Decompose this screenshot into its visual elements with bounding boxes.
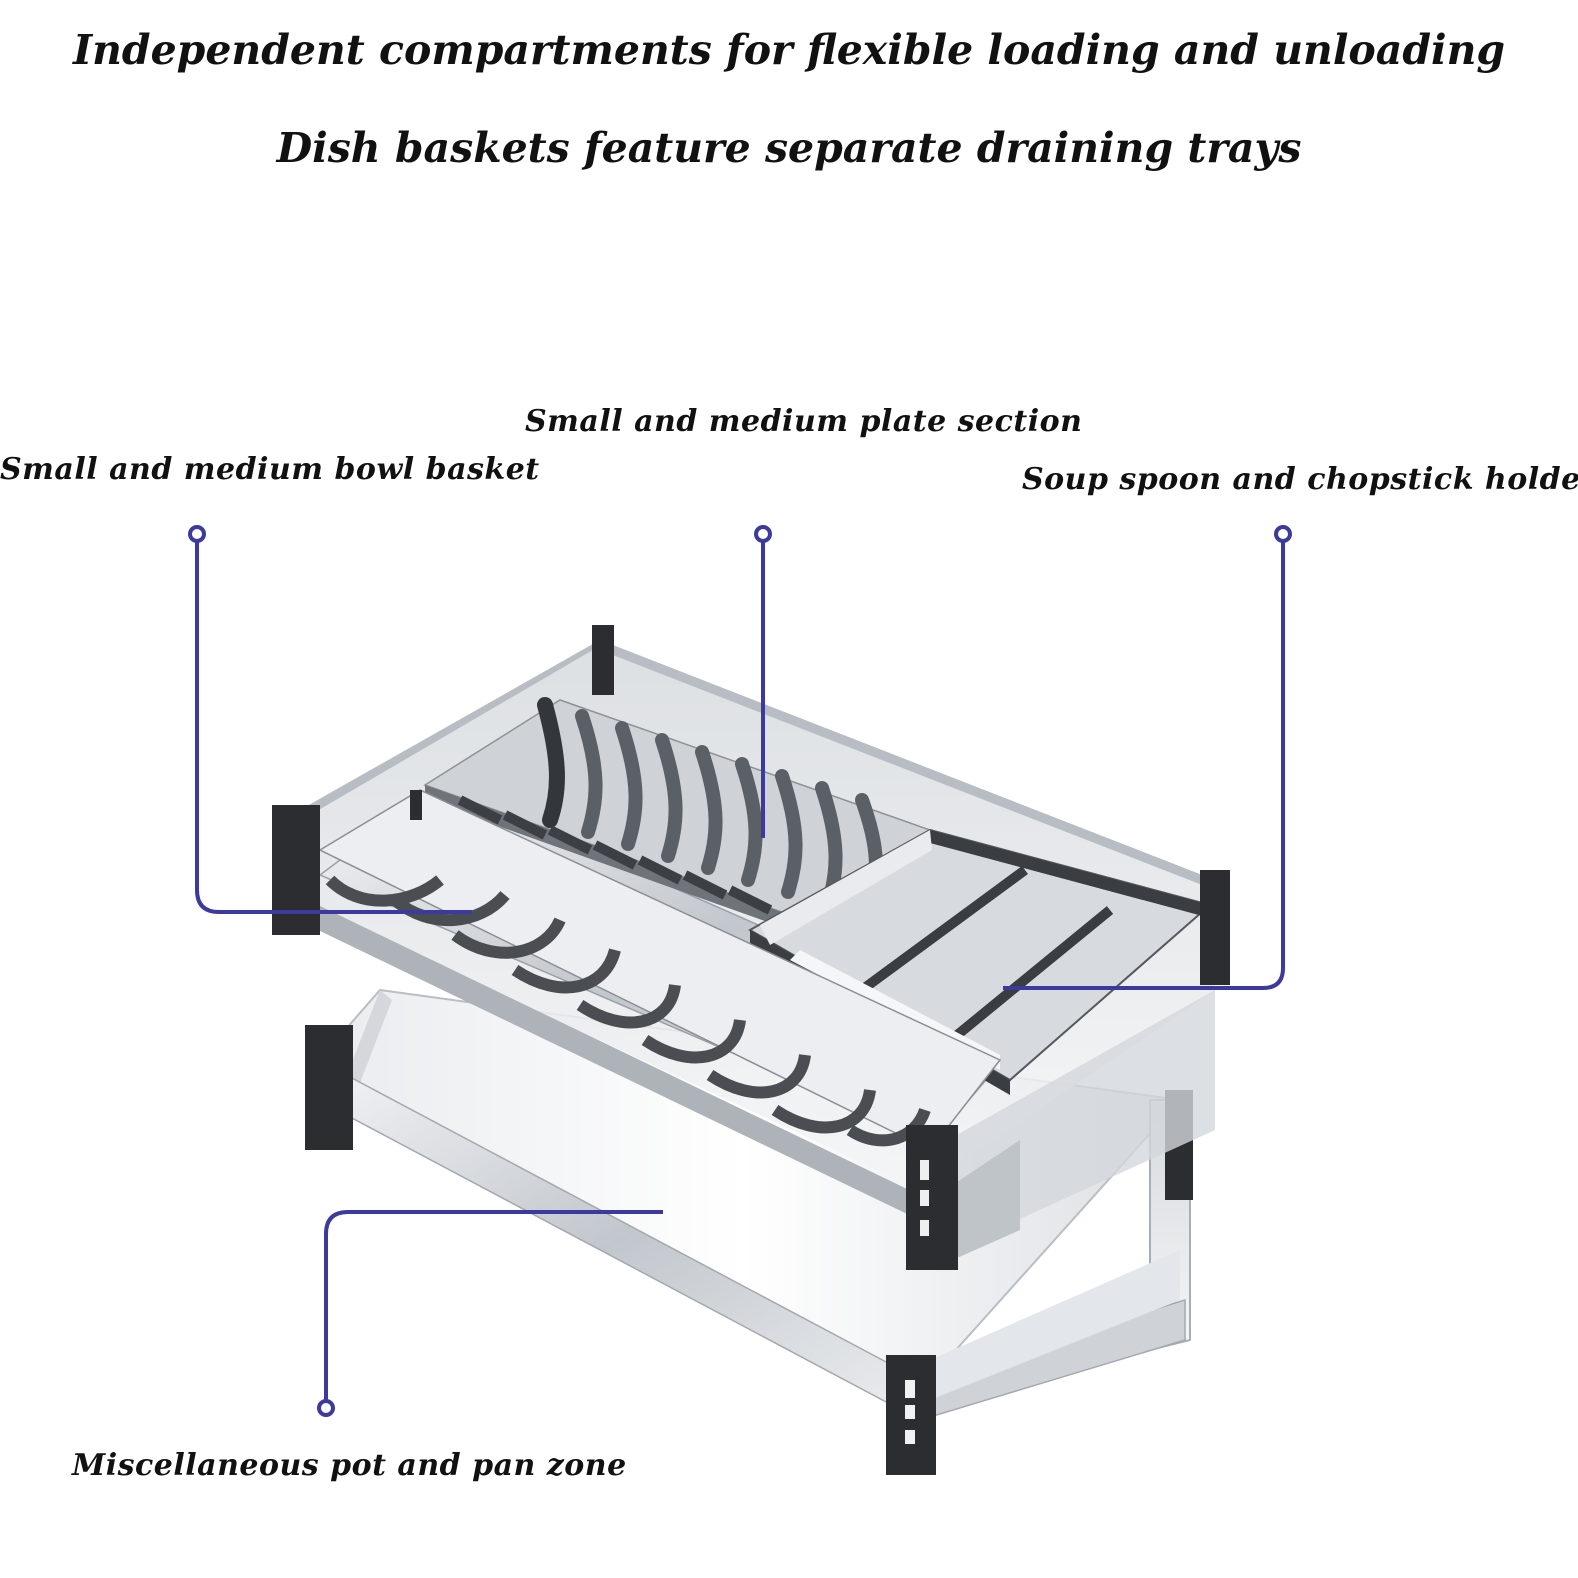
callout-pot-zone: Miscellaneous pot and pan zone: [72, 1448, 627, 1483]
upper-back-post: [592, 625, 614, 695]
callout-bowl-basket: Small and medium bowl basket: [0, 452, 540, 487]
headline-secondary: Dish baskets feature separate draining t…: [276, 124, 1302, 172]
bowl-basket: [318, 789, 1002, 1225]
lower-left-post: [305, 1025, 353, 1150]
leader-bowl: [188, 525, 472, 914]
callout-plate-section: Small and medium plate section: [525, 404, 1083, 439]
upper-front-post: [906, 1125, 958, 1270]
leader-pot: [317, 1210, 663, 1417]
upper-left-post: [272, 805, 320, 935]
upper-dish-basket: [272, 625, 1230, 1270]
leader-spoon: [1003, 525, 1292, 990]
headline-primary: Independent compartments for flexible lo…: [72, 26, 1506, 74]
upper-right-post: [1200, 870, 1230, 985]
leader-plate: [754, 525, 772, 838]
callout-spoon-holder: Soup spoon and chopstick holder: [1022, 462, 1578, 497]
plate-rack: [423, 697, 932, 930]
